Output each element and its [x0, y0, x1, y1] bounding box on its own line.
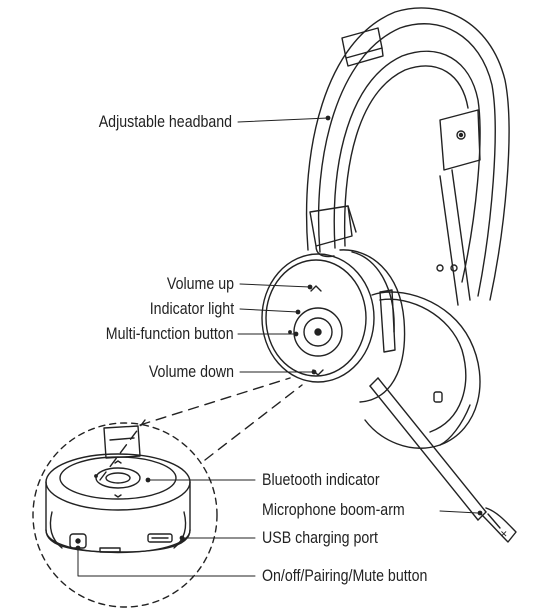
label-microphone-boom-arm: Microphone boom-arm — [262, 501, 405, 519]
indicator-light-dot — [288, 330, 292, 334]
leader-lines — [77, 117, 479, 577]
label-volume-down: Volume down — [148, 363, 234, 381]
label-usb-charging-port: USB charging port — [262, 529, 378, 547]
label-multi-function-button: Multi-function button — [106, 325, 234, 343]
left-ear-cup — [261, 249, 406, 403]
detail-zoom-circle — [32, 422, 218, 608]
label-on-off-pairing-mute-button: On/off/Pairing/Mute button — [262, 567, 428, 585]
microphone-icon: ✕ — [500, 529, 508, 539]
label-bluetooth-indicator: Bluetooth indicator — [262, 471, 380, 489]
detail-volume-up-chevron-icon — [114, 460, 122, 464]
zoom-lines — [99, 377, 303, 481]
right-ear-cup — [364, 291, 481, 449]
headband — [305, 7, 510, 306]
detail-volume-down-chevron-icon — [114, 494, 122, 498]
leader-dots — [75, 115, 483, 551]
label-adjustable-headband: Adjustable headband — [98, 113, 232, 131]
label-volume-up: Volume up — [166, 275, 234, 293]
volume-up-chevron-icon — [310, 285, 322, 292]
label-indicator-light: Indicator light — [149, 300, 234, 318]
microphone-boom-arm: ✕ — [369, 377, 517, 543]
